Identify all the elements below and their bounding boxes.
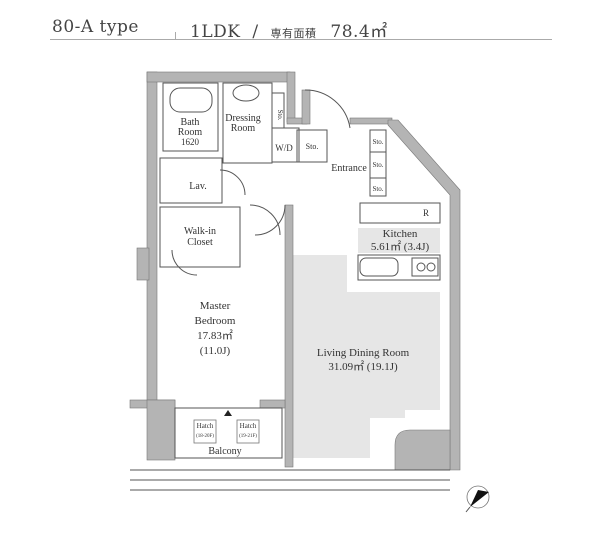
hatch-2 (236, 419, 260, 444)
dressing-label-2: Room (231, 123, 256, 134)
sto-label-vertical: Sto. (276, 109, 284, 120)
master-label: Master (200, 300, 231, 312)
walkin-label: Walk-in (184, 226, 216, 237)
kitchen-area: 5.61㎡ (3.4J) (371, 240, 430, 253)
sto-label-entrance-1: Sto. (372, 138, 383, 146)
plan-type-label: 80-A type (52, 17, 139, 37)
drain-arrow-icon (224, 410, 232, 416)
master-jo: (11.0J) (200, 345, 231, 357)
north-compass-icon (465, 485, 490, 513)
balcony-label: Balcony (208, 446, 241, 457)
kitchen-label-bg (358, 228, 440, 253)
area-value: 78.4㎡ (330, 22, 388, 42)
lav-label: Lav. (189, 181, 206, 192)
hatch-1 (193, 419, 217, 444)
sto-label-entrance-2: Sto. (372, 161, 383, 169)
living-floor (293, 255, 440, 458)
fridge-label: R (423, 208, 429, 218)
hatch-floors-2: (19-21F) (239, 434, 257, 439)
hatch-label-1: Hatch (197, 422, 214, 430)
bath-label-2: Room (178, 127, 203, 138)
master-label-2: Bedroom (195, 315, 236, 327)
walkin-label-2: Closet (187, 237, 213, 248)
area-label: 専有面積 (270, 27, 317, 40)
wd-label: W/D (275, 143, 293, 153)
sto-label: Sto. (306, 142, 319, 151)
separator: / (252, 22, 259, 42)
sto-label-entrance-3: Sto. (372, 185, 383, 193)
hatch-label-2: Hatch (240, 422, 257, 430)
layout-label: 1LDK (190, 22, 241, 42)
dressing-label: Dressing (225, 113, 261, 124)
kitchen-label: Kitchen (383, 228, 418, 240)
plan-summary: 1LDK / 専有面積 78.4㎡ (190, 17, 388, 42)
interior-lines (130, 82, 450, 491)
master-area: 17.83㎡ (197, 329, 233, 342)
hatch-floors-1: (18-20F) (196, 434, 214, 439)
bath-label: Bath (181, 117, 200, 128)
header-divider (175, 32, 176, 40)
walls (129, 71, 461, 471)
ldr-label: Living Dining Room (317, 347, 410, 359)
entrance-label: Entrance (331, 163, 367, 174)
bath-size: 1620 (181, 137, 200, 147)
header-rule (50, 39, 552, 40)
ldr-area: 31.09㎡ (19.1J) (328, 360, 398, 373)
